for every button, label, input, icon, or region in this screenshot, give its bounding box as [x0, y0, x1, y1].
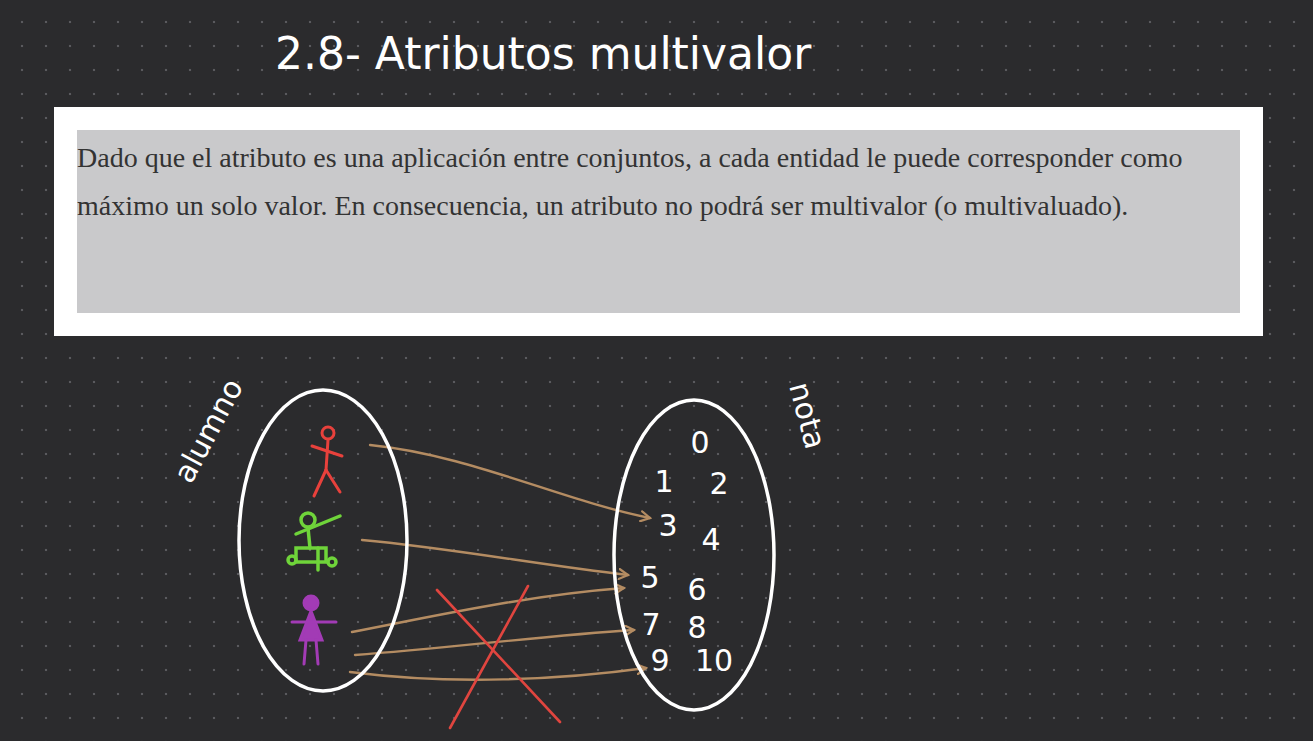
- set-label: alumno: [166, 372, 250, 488]
- value-number: 5: [640, 563, 659, 593]
- value-number: 3: [658, 511, 677, 541]
- page-title: 2.8- Atributos multivalor: [275, 28, 811, 79]
- text-highlight: Dado que el atributo es una aplicación e…: [77, 130, 1240, 313]
- invalid-cross: [437, 586, 560, 728]
- student-figure: [312, 427, 342, 496]
- student-figure: [288, 513, 340, 570]
- definition-text: Dado que el atributo es una aplicación e…: [77, 134, 1240, 230]
- value-number: 0: [690, 428, 709, 458]
- value-number: 7: [641, 610, 660, 640]
- definition-box: Dado que el atributo es una aplicación e…: [54, 107, 1263, 336]
- mapping-arrow: [350, 445, 650, 680]
- value-number: 1: [654, 467, 673, 497]
- student-figure: [292, 596, 336, 664]
- set-label: nota: [782, 378, 833, 452]
- ellipse-outline: [237, 388, 409, 693]
- value-number: 6: [687, 575, 706, 605]
- set-ellipse: nota012345678910: [612, 398, 776, 712]
- set-ellipse: alumno: [237, 388, 409, 693]
- value-number: 9: [650, 646, 669, 676]
- value-number: 4: [701, 525, 720, 555]
- value-number: 10: [695, 646, 733, 676]
- value-number: 2: [709, 469, 728, 499]
- value-number: 8: [687, 613, 706, 643]
